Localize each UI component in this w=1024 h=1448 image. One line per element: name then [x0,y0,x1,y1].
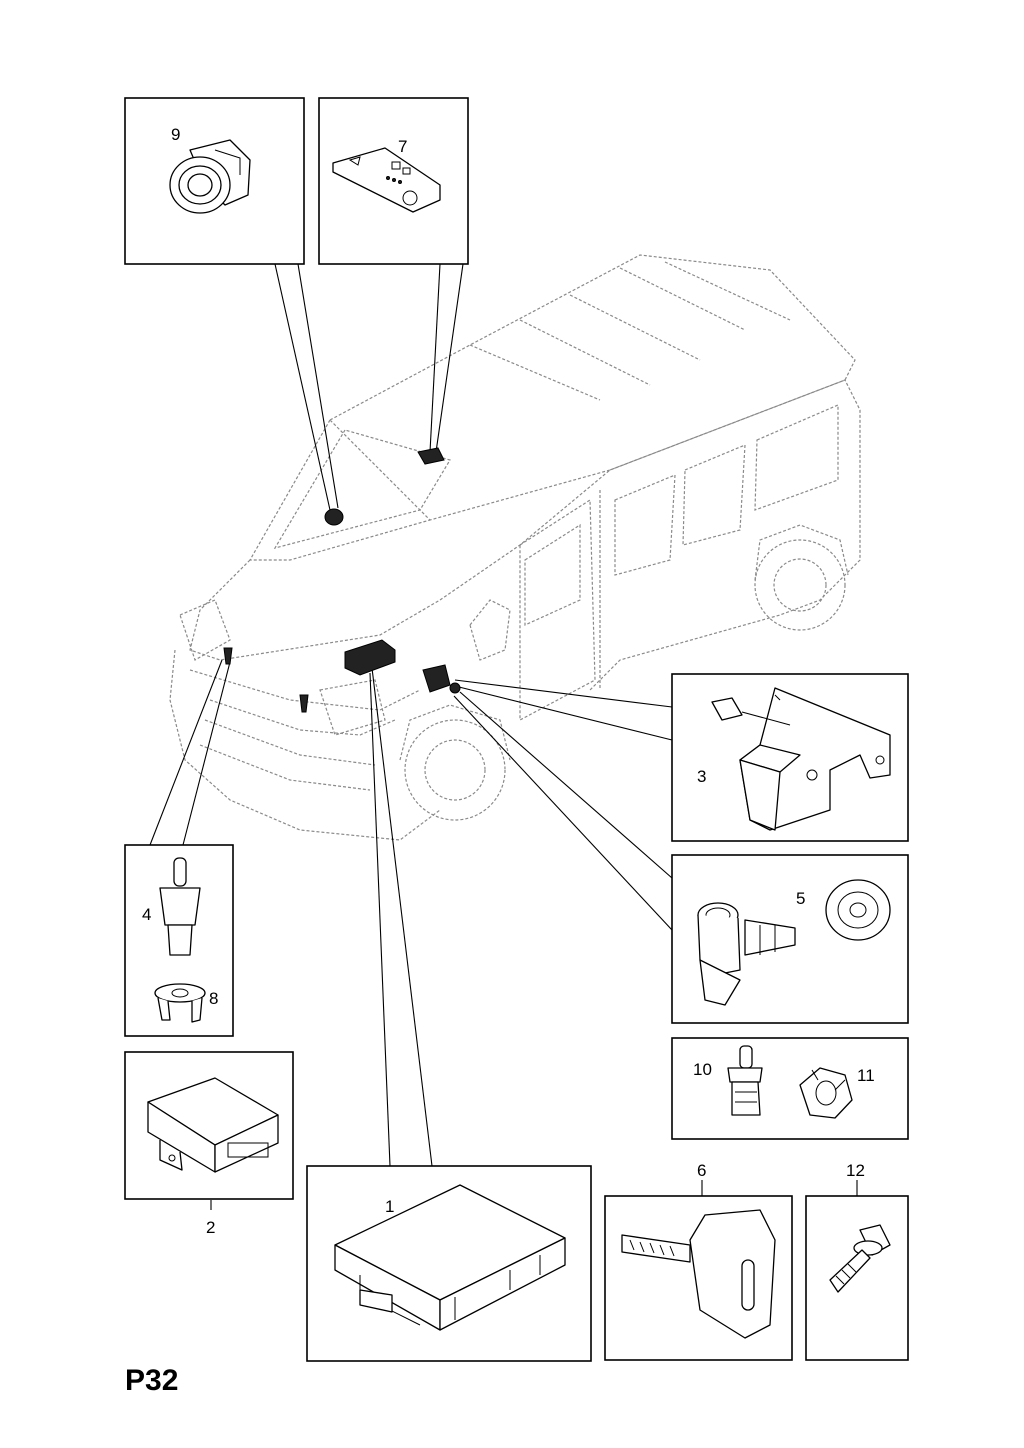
van-outline [169,254,861,841]
callout-label-7: 7 [398,137,407,156]
leader-lines [149,263,858,1210]
callout-box-3 [671,673,909,842]
callout-labels: 9 7 3 5 4 8 10 11 2 6 12 1 [142,125,875,1237]
callout-label-6: 6 [697,1161,706,1180]
van-part-markers [223,447,461,713]
module-1-illustration [334,1184,566,1331]
pin-4-illustration [159,857,201,956]
callout-label-10: 10 [693,1060,712,1079]
page-code: P32 [125,1364,178,1397]
callout-label-9: 9 [171,125,180,144]
callout-box-10-11 [671,1037,909,1140]
callout-box-12 [805,1195,909,1361]
clip-8-illustration [154,983,206,1023]
callout-label-5: 5 [796,889,805,908]
module-2-illustration [147,1077,279,1173]
callout-label-1: 1 [385,1197,394,1216]
switch-7-illustration [332,147,441,213]
key-6-illustration [621,1209,776,1339]
callout-label-12: 12 [846,1161,865,1180]
callout-box-7 [318,97,469,265]
sensor-9-illustration [169,139,251,214]
callout-box-1 [306,1165,592,1362]
pin-10-illustration [727,1045,763,1116]
callout-label-2: 2 [206,1218,215,1237]
callout-box-2 [124,1051,294,1200]
callout-label-8: 8 [209,989,218,1008]
callout-box-4-8 [124,844,234,1037]
callout-label-4: 4 [142,905,151,924]
sensor-5-illustration [697,879,891,1006]
callout-box-9 [124,97,305,265]
callout-box-6 [604,1195,793,1361]
sensor-3-illustration [711,687,891,831]
callout-label-11: 11 [857,1066,875,1085]
clip-11-illustration [799,1067,853,1119]
bolt-12-illustration [829,1224,891,1293]
callout-label-3: 3 [697,767,706,786]
callout-box-5 [671,854,909,1024]
